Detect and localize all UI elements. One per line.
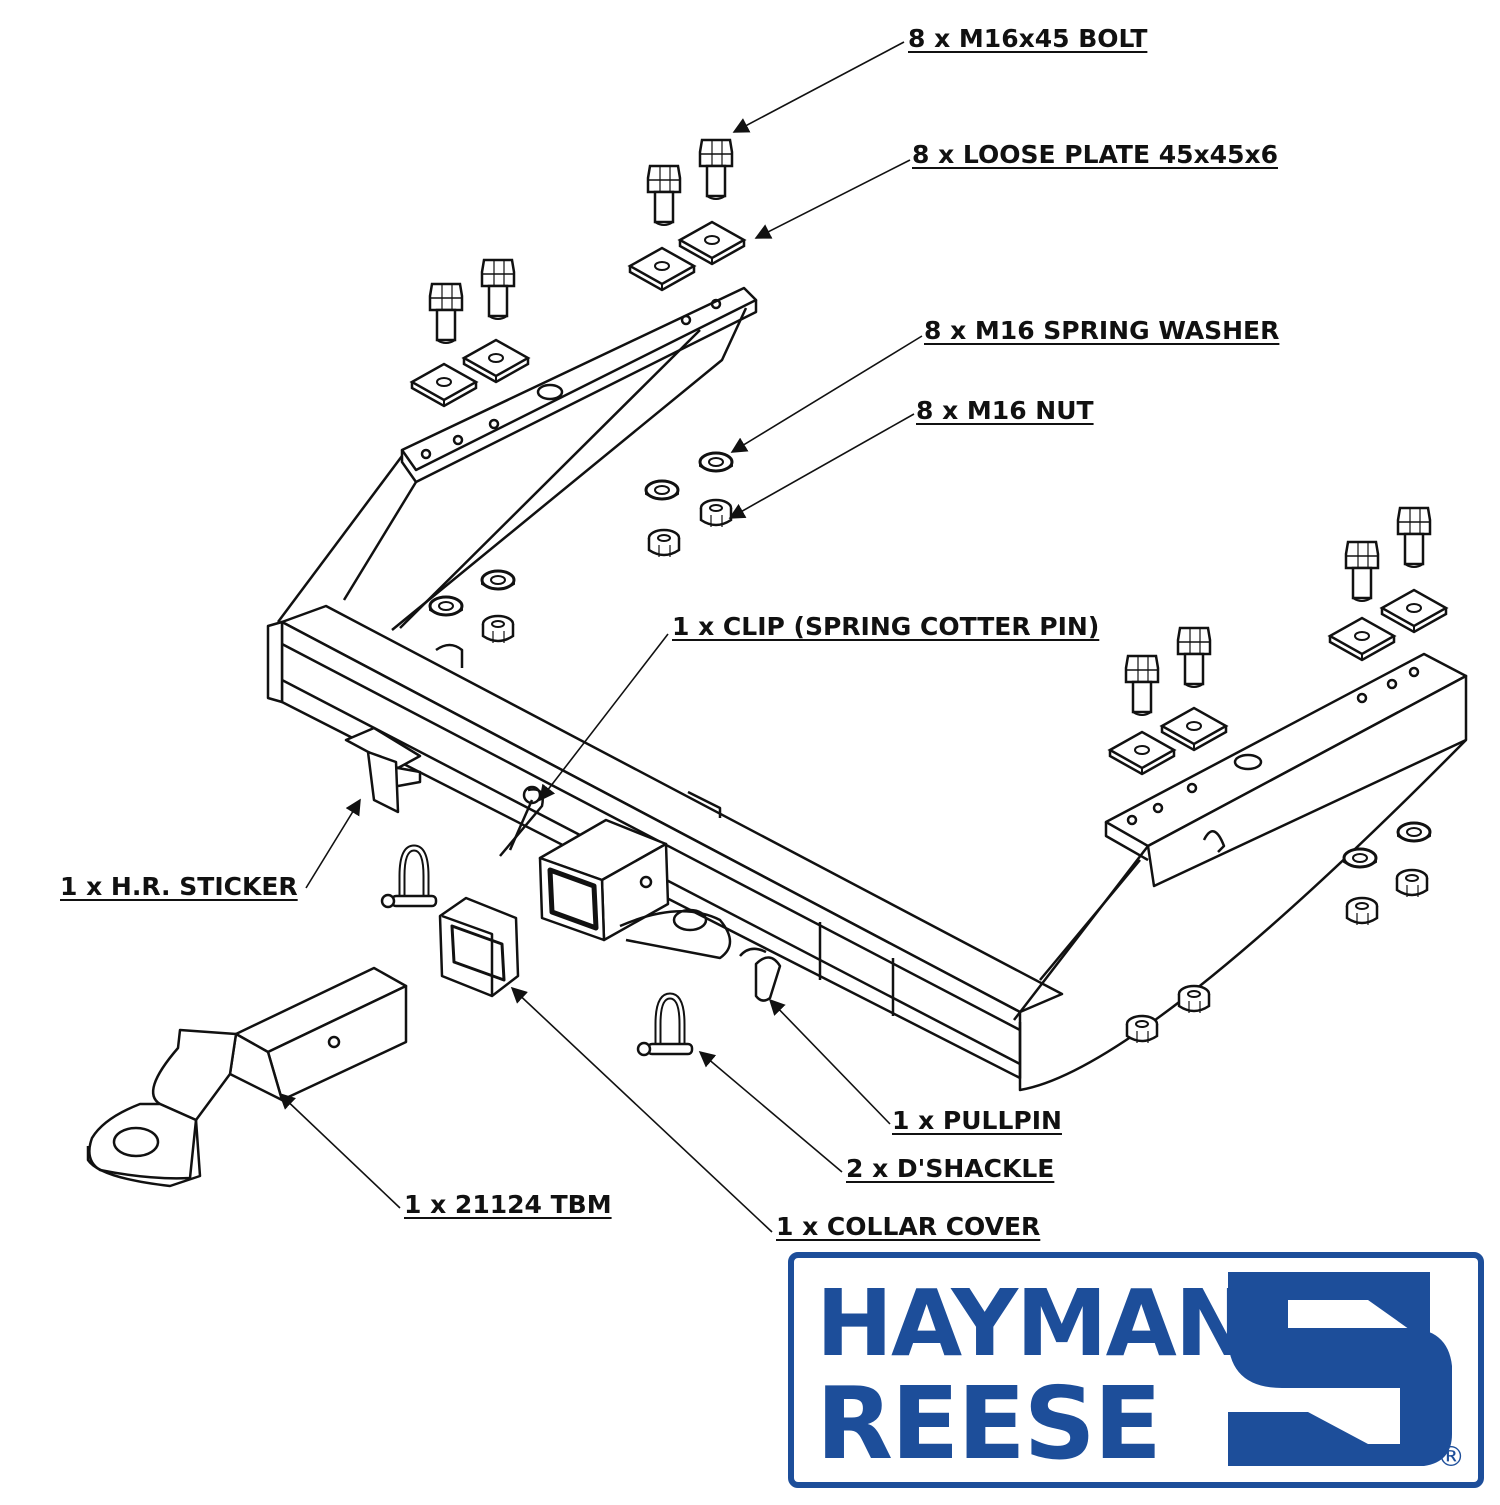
label-collar-cover: 1 x COLLAR COVER bbox=[776, 1212, 1041, 1241]
left-arm bbox=[276, 455, 404, 623]
registered-mark: ® bbox=[1437, 1440, 1465, 1473]
label-hr-sticker: 1 x H.R. STICKER bbox=[60, 872, 298, 901]
hayman-reese-logo: HAYMAN REESE ® bbox=[788, 1252, 1484, 1488]
logo-s-mark-icon bbox=[1228, 1272, 1452, 1466]
label-bolt: 8 x M16x45 BOLT bbox=[908, 24, 1148, 53]
right-arm bbox=[1013, 845, 1149, 1021]
label-dshackle: 2 x D'SHACKLE bbox=[846, 1154, 1055, 1183]
logo-word-hayman: HAYMAN bbox=[816, 1270, 1252, 1377]
label-spring-washer: 8 x M16 SPRING WASHER bbox=[924, 316, 1280, 345]
label-nut: 8 x M16 NUT bbox=[916, 396, 1094, 425]
label-pullpin: 1 x PULLPIN bbox=[892, 1106, 1062, 1135]
pull-pin bbox=[754, 956, 782, 1002]
label-loose-plate: 8 x LOOSE PLATE 45x45x6 bbox=[912, 140, 1278, 169]
label-clip: 1 x CLIP (SPRING COTTER PIN) bbox=[672, 612, 1100, 641]
leader-lines bbox=[278, 41, 923, 1233]
line-art bbox=[86, 286, 1468, 1188]
label-tbm: 1 x 21124 TBM bbox=[404, 1190, 612, 1219]
logo-word-reese: REESE bbox=[816, 1365, 1162, 1482]
